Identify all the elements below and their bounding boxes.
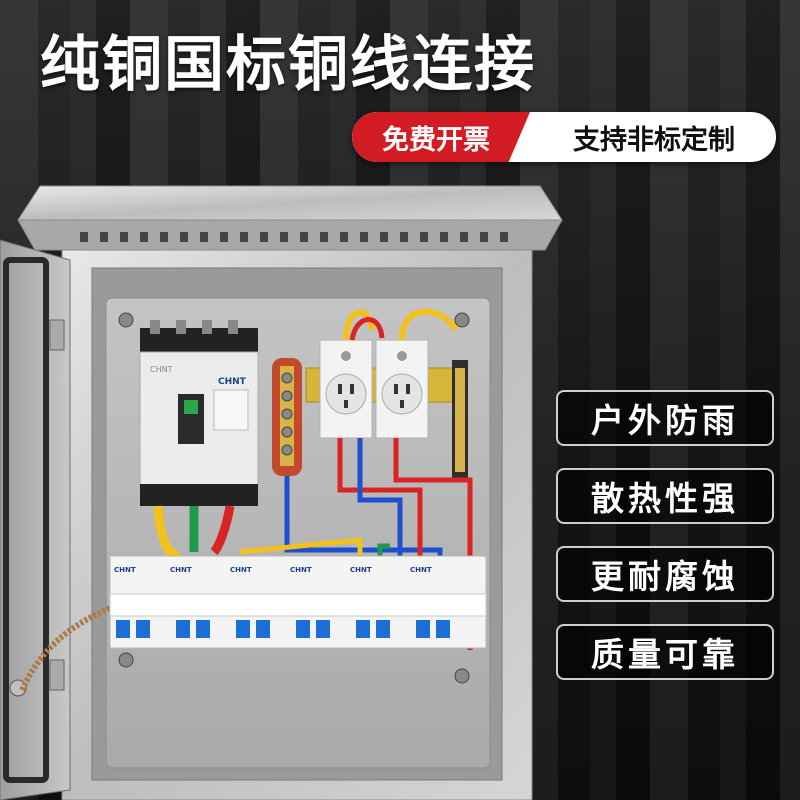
svg-text:CHNT: CHNT [350,566,372,574]
screw-icon [454,668,470,684]
screw-icon [454,312,470,328]
socket-icon [381,373,423,415]
badge-free-invoice: 免费开票 [352,112,530,162]
svg-text:CHNT: CHNT [230,566,252,574]
main-breaker: CHNT CHNT [139,320,259,506]
busbar-terminal [272,358,302,476]
feature-outdoor-rainproof: 户外防雨 [556,390,774,446]
cabinet-door [0,239,71,800]
socket-right [375,339,429,439]
screw-icon [118,652,134,668]
distribution-box-photo: CHNT CHNT [0,185,563,800]
feature-heat-dissipation: 散热性强 [556,468,774,524]
socket-left [319,339,373,439]
screw-icon [118,312,134,328]
socket-icon [325,373,367,415]
svg-text:CHNT: CHNT [410,566,432,574]
svg-text:CHNT: CHNT [150,365,173,374]
badge-pill: 免费开票 支持非标定制 [352,112,776,162]
breaker-row: CHNT CHNT CHNT CHNT CHNT CHNT [109,555,487,649]
svg-text:CHNT: CHNT [290,566,312,574]
feature-corrosion-resistant: 更耐腐蚀 [556,546,774,602]
feature-reliable-quality: 质量可靠 [556,624,774,680]
headline: 纯铜国标铜线连接 [40,30,536,100]
svg-text:CHNT: CHNT [114,566,136,574]
roof-canopy [17,185,563,251]
badge-custom-made: 支持非标定制 [573,124,735,156]
svg-text:CHNT: CHNT [170,566,192,574]
chnt-logo: CHNT [218,377,247,387]
ground-braid [19,605,112,692]
